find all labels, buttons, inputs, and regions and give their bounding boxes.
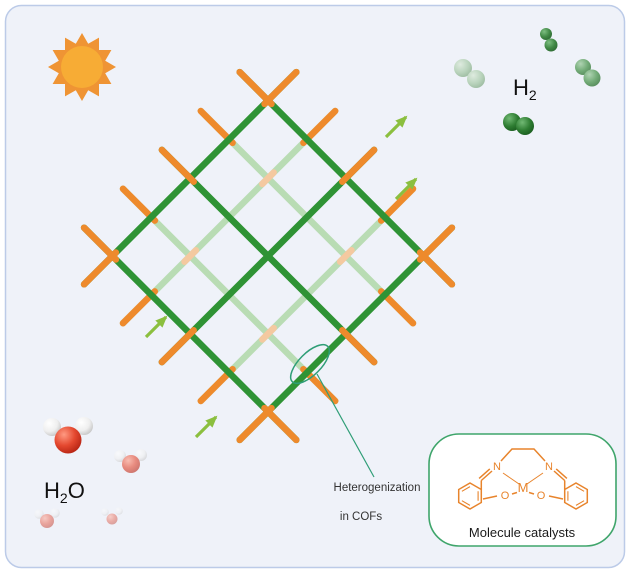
cof-rod-tip <box>261 404 300 444</box>
salen-atom-labels: N N M O O <box>493 461 553 502</box>
cof-rod-tip <box>80 224 120 263</box>
cof-linker-pale <box>181 247 200 265</box>
h2-label: H2 <box>513 75 537 103</box>
callout-text-line2: in COFs <box>340 511 382 523</box>
cof-linker-pale <box>259 324 277 343</box>
ring-o-bond-left <box>482 495 498 500</box>
sun-body <box>61 46 103 88</box>
cof-vivid-rod-tips <box>80 68 456 444</box>
arrow-up-right-icon <box>144 315 168 339</box>
cof-linker-pale <box>259 169 277 188</box>
atom-label-o-right: O <box>537 490 546 502</box>
o-m-bond-right <box>528 491 535 495</box>
benzene-inner-right <box>567 486 585 506</box>
sun-icon <box>48 33 116 101</box>
callout-text-line1: Heterogenization <box>334 482 421 494</box>
callout-leader-line <box>316 373 375 478</box>
water-molecule-medium <box>114 449 147 473</box>
atom-label-n-right: N <box>545 461 553 473</box>
callout: Heterogenization in COFs <box>289 343 421 523</box>
h2-molecules: H2 <box>454 28 601 135</box>
benzene-inner-left <box>461 486 479 506</box>
cof-linker-segments-pale <box>181 169 355 343</box>
molecule-catalysts-label: Molecule catalysts <box>469 525 576 540</box>
o-m-bond-left <box>511 491 518 495</box>
catalyst-box-outline <box>428 433 617 547</box>
m-n-bond-left <box>502 472 520 485</box>
benzene-ring-left <box>457 482 483 510</box>
h2-molecule-faded <box>454 59 485 88</box>
imine-bond-right2 <box>555 468 568 479</box>
salen-structure <box>457 448 589 510</box>
water-molecule-tiny <box>101 507 123 525</box>
h2o-label: H2O <box>44 478 85 506</box>
cof-rod <box>158 146 378 366</box>
m-n-bond-right <box>526 472 544 485</box>
water-molecule-small <box>34 508 60 528</box>
catalyst-box: N N M O O Molecule catalysts <box>428 433 617 547</box>
arrow-up-right-icon <box>384 115 408 139</box>
cof-rod-tip <box>339 327 378 366</box>
arrow-up-right-icon <box>394 177 418 201</box>
cof-linker-pale <box>336 247 355 265</box>
imine-bond-left <box>480 470 493 482</box>
water-molecules: H2O <box>34 417 147 528</box>
callout-ellipse <box>289 343 331 385</box>
imine-bond-right <box>553 470 566 482</box>
cof-rod-tip <box>236 68 275 108</box>
atom-label-n-left: N <box>493 461 501 473</box>
h2-molecule-medium <box>575 59 601 87</box>
cof-rod-tip <box>416 249 456 288</box>
cof-rod-tip <box>158 146 197 185</box>
h2-molecule-small <box>540 28 558 52</box>
cof-lattice <box>80 68 456 444</box>
water-molecule-large <box>43 417 93 454</box>
h2-molecule-dark <box>503 113 534 135</box>
arrow-up-right-icon <box>194 415 218 439</box>
ring-o-bond-right <box>548 495 564 500</box>
bridge-bond <box>500 448 546 462</box>
atom-label-metal: M <box>518 480 529 495</box>
benzene-ring-right <box>563 482 589 510</box>
cof-rod-tip <box>158 327 197 366</box>
atom-label-o-left: O <box>501 490 510 502</box>
flux-arrows <box>144 115 418 439</box>
cof-rod-tip <box>339 146 378 185</box>
imine-bond-left2 <box>478 468 491 479</box>
